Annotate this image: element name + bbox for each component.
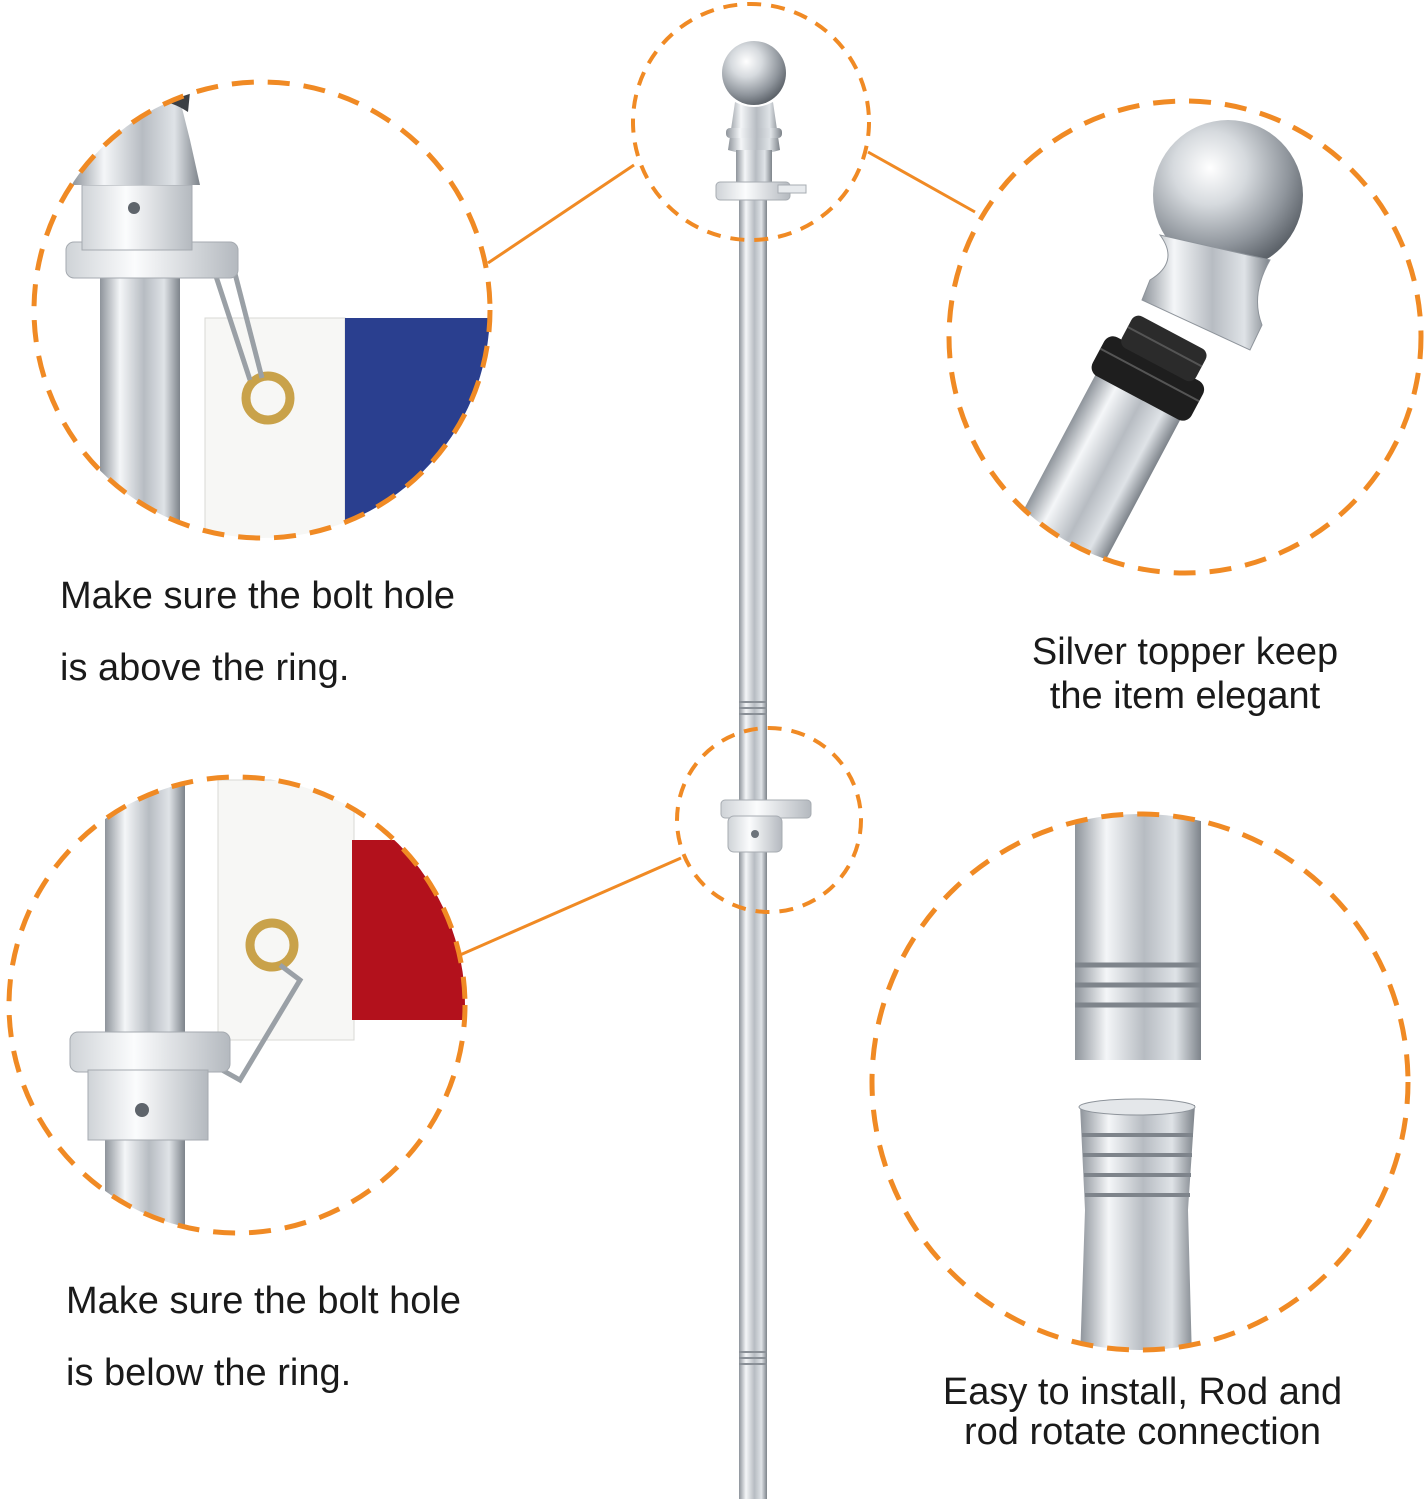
connector-lines [459,150,976,957]
connector-top-right [867,150,976,214]
caption-bottom-left-line1: Make sure the bolt hole [66,1280,462,1322]
caption-top-left-line2: is above the ring. [60,647,350,689]
caption-bottom-left-line2: is below the ring. [66,1352,352,1394]
callout-circle-top-right [946,98,1424,576]
ball-topper-icon [1141,120,1303,351]
callout-circle-top-left [31,79,493,541]
grommet-icon [245,918,299,972]
callout-circle-top [631,2,871,242]
rod-joint-lower-icon [1078,1098,1196,1350]
caption-bottom-right-line1: Easy to install, Rod and [942,1371,1343,1413]
caption-top-right-line2: the item elegant [1049,675,1321,717]
ball-topper-icon [722,41,786,190]
upper-ring-icon [715,181,807,201]
caption-top-right: Silver topper keep the item elegant [985,630,1385,718]
connector-bottom-left [459,856,682,957]
callout-circle-middle [675,726,863,914]
caption-bottom-left: Make sure the bolt hole is below the rin… [66,1265,461,1409]
caption-top-left: Make sure the bolt hole is above the rin… [60,560,455,704]
detail-bottom-left [69,777,465,1233]
middle-ring-icon [720,799,812,853]
caption-bottom-right: Easy to install, Rod and rod rotate conn… [910,1372,1375,1452]
caption-bottom-right-line2: rod rotate connection [963,1411,1321,1453]
callout-circle-bottom-left [6,774,468,1236]
connector-top-left [487,163,635,265]
caption-top-left-line1: Make sure the bolt hole [60,575,456,617]
detail-top-left [65,82,490,538]
rod-joint-upper-icon [1075,814,1201,1060]
flagpole [715,41,812,1499]
detail-top-right [984,120,1303,573]
detail-bottom-right [1075,814,1201,1350]
caption-top-right-line1: Silver topper keep [1031,631,1339,673]
callout-circle-bottom-right [869,811,1411,1353]
grommet-icon [241,371,295,425]
